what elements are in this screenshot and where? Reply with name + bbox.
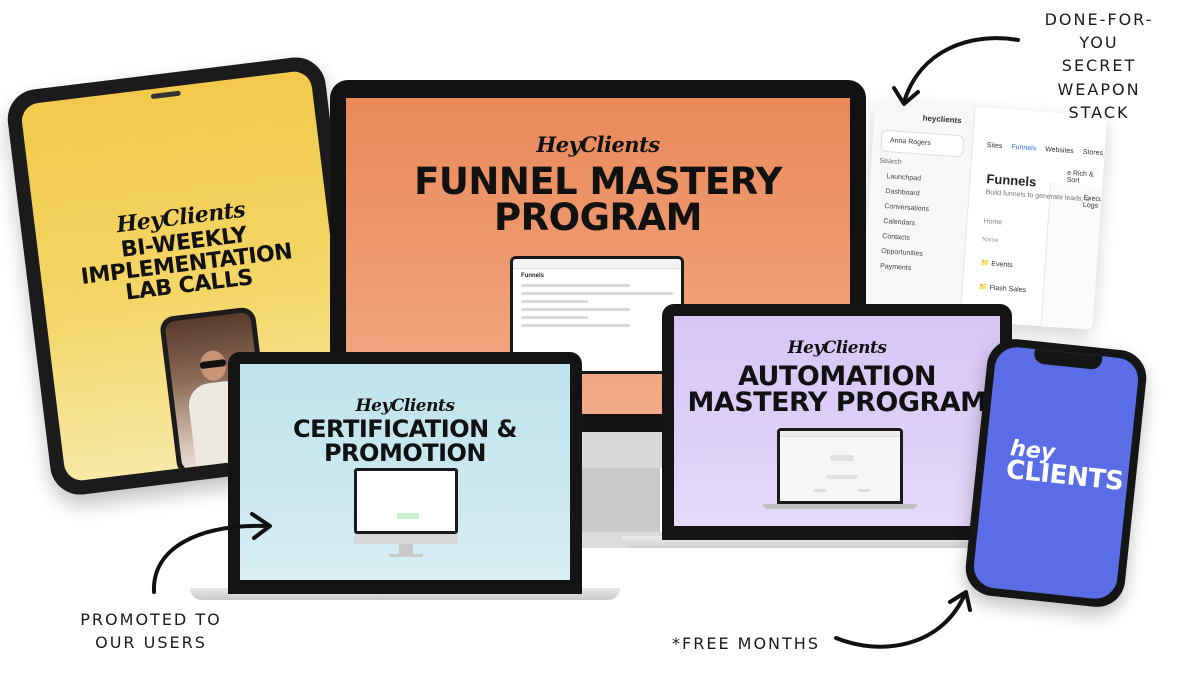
phone-notch — [1033, 349, 1103, 371]
monitor-headline-line: FUNNEL MASTERY — [414, 160, 782, 203]
monitor-stand — [580, 468, 660, 538]
automation-headline-line: MASTERY PROGRAM — [687, 387, 987, 419]
laptop-certification-screen: HeyClients CERTIFICATION & PROMOTION — [240, 364, 570, 580]
mini-app-title: Funnels — [521, 273, 545, 279]
brand-logo: HeyClients — [536, 132, 660, 157]
certification-headline-line: PROMOTION — [323, 438, 487, 467]
funnel-app-screenshot: e Rich & Sort Execution Logs heyclients … — [860, 100, 1108, 330]
app-main: Sites Funnels Websites Stores Funnels Bu… — [965, 107, 1108, 329]
promoted-note-line: PROMOTED TO — [80, 610, 222, 629]
brand-logo: HeyClients — [787, 338, 887, 358]
phone-device: hey CLIENTS — [962, 336, 1150, 610]
monitor-headline-line: PROGRAM — [494, 196, 702, 240]
stack-note-line: SECRET — [1061, 56, 1137, 76]
stack-note: DONE-FOR- YOU SECRET WEAPON STACK — [1024, 8, 1174, 124]
site-tabs: Sites Funnels Websites Stores — [987, 142, 1105, 157]
stack-note-line: STACK — [1068, 102, 1130, 122]
sidebar-item[interactable]: Launchpad — [886, 173, 922, 183]
tab-funnels[interactable]: Funnels — [1011, 143, 1037, 153]
stack-note-line: YOU — [1079, 33, 1119, 53]
certification-headline-line: CERTIFICATION & — [293, 415, 517, 443]
laptop-automation-screen: HeyClients AUTOMATION MASTERY PROGRAM — [674, 316, 1000, 526]
promoted-note: PROMOTED TO OUR USERS — [62, 608, 240, 654]
tablet-camera — [150, 90, 181, 100]
automation-headline: AUTOMATION MASTERY PROGRAM — [674, 361, 1000, 419]
account-switcher[interactable]: Anna Rogers — [880, 129, 965, 158]
mini-laptop — [763, 428, 917, 509]
curved-arrow-icon — [892, 36, 1020, 106]
automation-headline-line: AUTOMATION — [737, 361, 937, 392]
sidebar-item[interactable]: Opportunities — [880, 247, 923, 258]
monitor-headline: FUNNEL MASTERY PROGRAM — [346, 160, 850, 240]
sidebar-item[interactable]: Payments — [879, 262, 912, 273]
mini-imac — [354, 468, 458, 557]
app-logo: heyclients — [922, 113, 962, 126]
breadcrumb[interactable]: Home — [983, 217, 1003, 227]
brand-logo: HeyClients — [355, 396, 455, 416]
heyclients-logo: hey CLIENTS — [997, 436, 1125, 497]
phone-screen: hey CLIENTS — [971, 345, 1141, 601]
curved-arrow-icon — [151, 512, 272, 594]
search-input[interactable]: Search — [879, 157, 902, 167]
tab-sites[interactable]: Sites — [986, 142, 1003, 151]
column-header: Name — [982, 236, 999, 245]
stack-note-line: WEAPON — [1057, 79, 1141, 99]
tab-websites[interactable]: Websites — [1044, 146, 1075, 156]
list-item[interactable]: 📁 Events — [980, 259, 1013, 270]
stack-note-line: DONE-FOR- — [1044, 10, 1154, 29]
laptop-certification: HeyClients CERTIFICATION & PROMOTION — [228, 352, 582, 594]
sidebar-item[interactable]: Conversations — [884, 203, 930, 214]
certification-headline: CERTIFICATION & PROMOTION — [240, 415, 570, 467]
free-months-note: *FREE MONTHS — [656, 632, 836, 655]
logo-line: CLIENTS — [1004, 454, 1125, 497]
free-months-text: *FREE MONTHS — [672, 634, 820, 653]
app-sidebar: heyclients Anna Rogers Search Launchpad … — [860, 100, 976, 321]
list-item[interactable]: 📁 Flash Sales — [978, 283, 1027, 295]
sidebar-menu: Launchpad Dashboard Conversations Calend… — [864, 172, 970, 276]
sidebar-item[interactable]: Calendars — [883, 218, 916, 228]
curved-arrow-icon — [834, 590, 972, 649]
tab-stores[interactable]: Stores — [1082, 148, 1104, 158]
laptop-automation: HeyClients AUTOMATION MASTERY PROGRAM — [662, 304, 1012, 540]
promoted-note-line: OUR USERS — [95, 633, 207, 653]
sidebar-item[interactable]: Dashboard — [885, 188, 920, 198]
sidebar-item[interactable]: Contacts — [882, 232, 911, 242]
